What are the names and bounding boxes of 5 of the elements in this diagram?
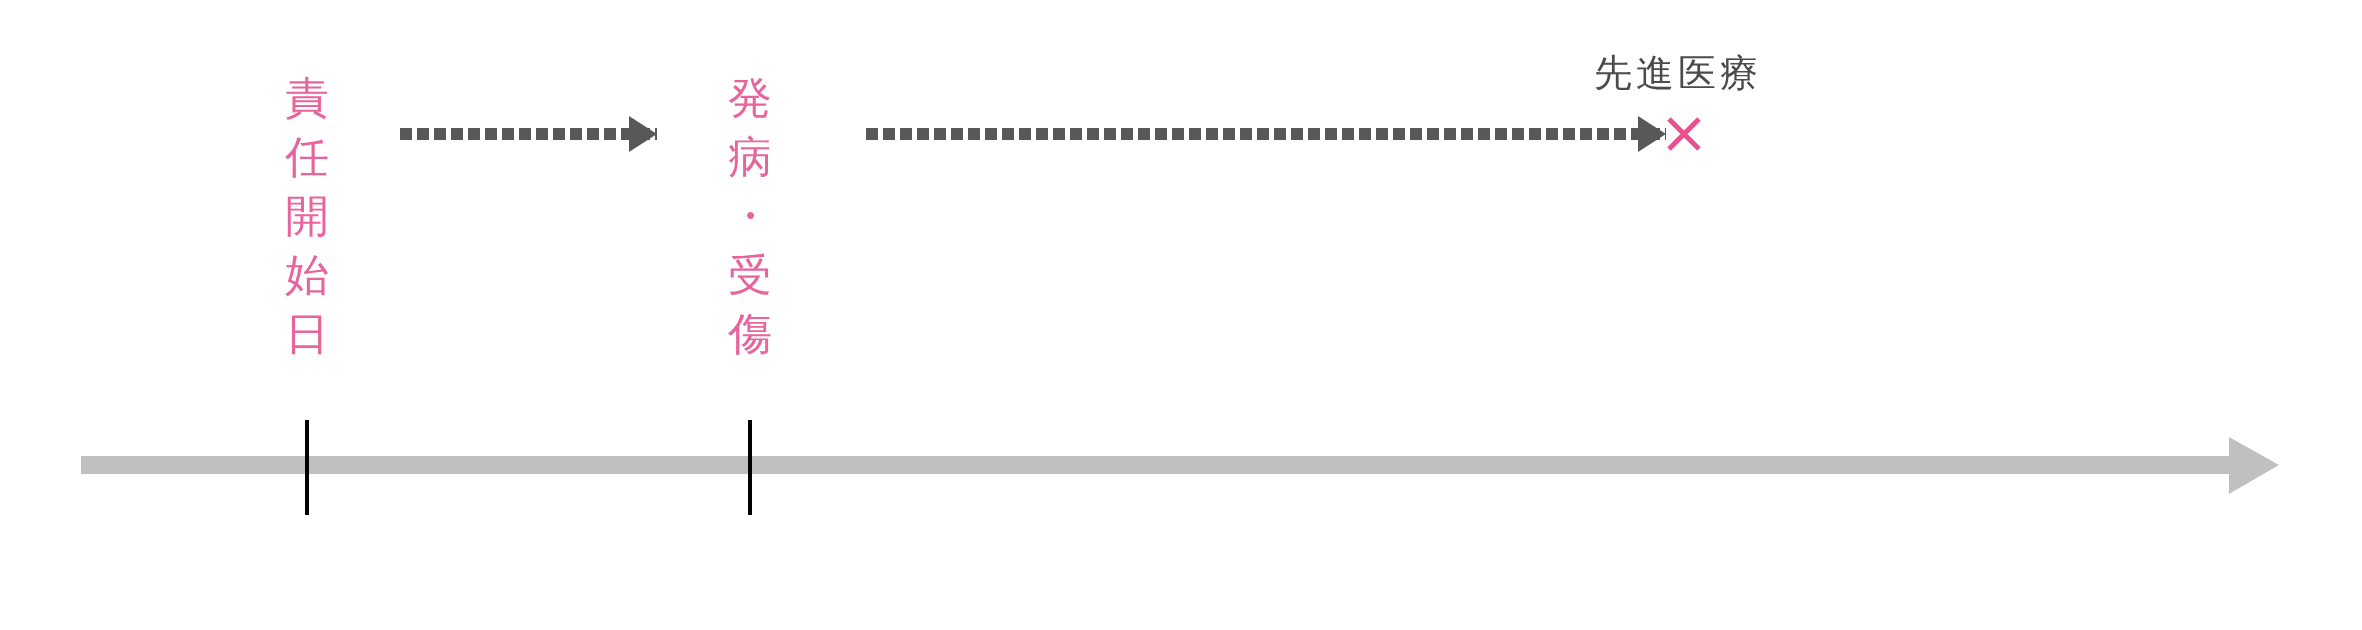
arrow (400, 116, 657, 152)
node-caption: 先進医療 (1594, 54, 1762, 92)
event-label: 発病・受傷 (657, 68, 866, 363)
arrow (866, 116, 1666, 152)
event-label: 責任開始日 (214, 68, 400, 363)
